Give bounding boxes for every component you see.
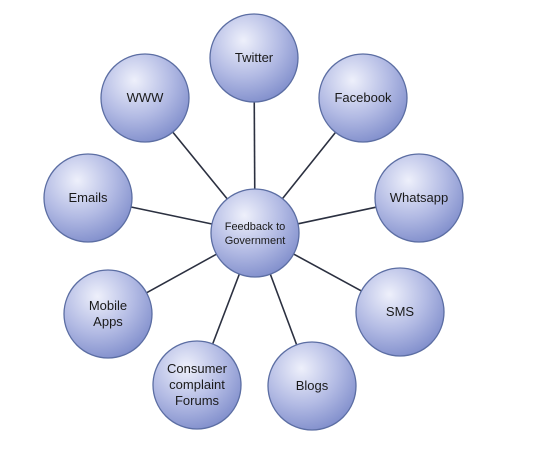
connector-mobile-apps <box>146 253 217 294</box>
node-emails-label: Emails <box>68 190 108 205</box>
connector-consumer-complaint-forums <box>211 273 241 345</box>
node-twitter-label: Twitter <box>235 50 274 65</box>
node-whatsapp-bubble <box>374 153 464 243</box>
node-www-label: WWW <box>127 90 165 105</box>
node-blogs-bubble <box>267 341 357 431</box>
connector-blogs <box>269 273 298 346</box>
node-facebook: Facebook <box>318 53 408 143</box>
node-www: WWW <box>100 53 190 143</box>
node-sms-label: SMS <box>386 304 415 319</box>
node-whatsapp-label: Whatsapp <box>390 190 449 205</box>
node-twitter: Twitter <box>209 13 299 103</box>
connector-emails <box>130 206 213 225</box>
node-blogs-label: Blogs <box>296 378 329 393</box>
node-blogs: Blogs <box>267 341 357 431</box>
node-twitter-bubble <box>209 13 299 103</box>
node-sms: SMS <box>355 267 445 357</box>
connector-www <box>172 131 228 200</box>
node-emails: Emails <box>43 153 133 243</box>
node-mobile-apps-bubble <box>63 269 153 359</box>
connector-whatsapp <box>297 206 377 225</box>
node-consumer-complaint-forums-bubble <box>152 340 242 430</box>
node-whatsapp: Whatsapp <box>374 153 464 243</box>
node-facebook-bubble <box>318 53 408 143</box>
node-www-bubble <box>100 53 190 143</box>
connector-sms <box>293 253 362 292</box>
center-bubble <box>210 188 300 278</box>
connectors <box>130 101 377 346</box>
node-emails-bubble <box>43 153 133 243</box>
connector-facebook <box>281 131 337 200</box>
node-sms-bubble <box>355 267 445 357</box>
node-facebook-label: Facebook <box>334 90 392 105</box>
